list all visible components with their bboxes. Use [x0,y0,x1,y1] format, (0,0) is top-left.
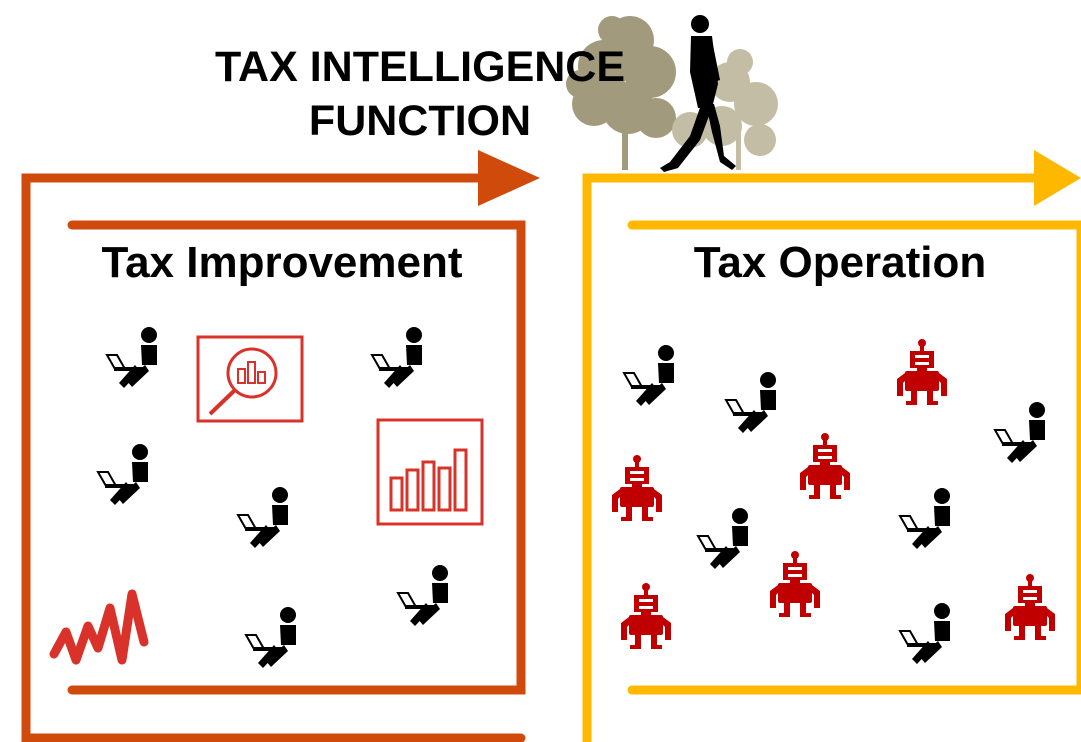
panel-title-tax-operation: Tax Operation [693,238,987,287]
robot-icon [621,583,671,649]
robot-icon [800,433,850,499]
person-at-laptop-icon [697,507,749,570]
person-at-laptop-icon [237,486,289,549]
title-line-1: TAX INTELLIGENCE [214,43,626,91]
right-frame [582,173,1081,742]
waveform-icon [49,589,149,665]
person-at-laptop-icon [725,371,777,434]
panel-title-tax-improvement: Tax Improvement [101,238,463,287]
bar-chart-icon [376,418,484,526]
title-line-2: FUNCTION [308,97,532,145]
magnifier-chart-icon [196,335,304,423]
person-at-laptop-icon [623,344,675,407]
tree-icon [566,16,778,170]
main-title: TAX INTELLIGENCE FUNCTION [160,40,680,148]
person-at-laptop-icon [899,602,951,665]
person-at-laptop-icon [97,443,149,506]
robot-icon [897,339,947,405]
person-at-laptop-icon [245,606,297,669]
robot-icon [612,455,662,521]
robot-icon [1005,574,1055,640]
robot-icon [770,551,820,617]
person-at-laptop-icon [994,401,1046,464]
arrow-head-right [1034,150,1081,206]
left-frame [21,173,526,742]
arrow-head-left [478,150,540,206]
person-at-laptop-icon [397,564,449,627]
person-at-laptop-icon [371,326,423,389]
walking-man-icon [660,15,736,172]
person-at-laptop-icon [899,487,951,550]
person-at-laptop-icon [106,326,158,389]
